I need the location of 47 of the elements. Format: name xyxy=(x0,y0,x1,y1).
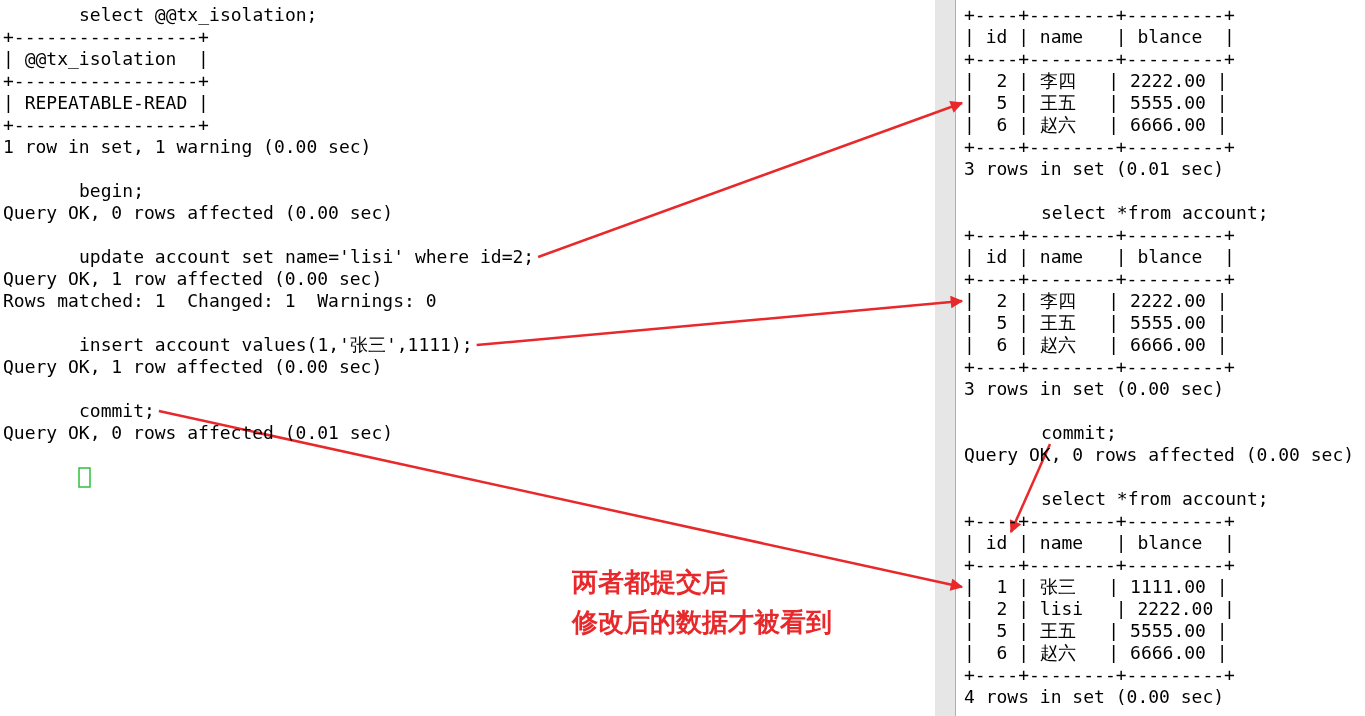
terminal-line: 3 rows in set (0.01 sec) xyxy=(964,158,1225,180)
arrow xyxy=(537,100,964,259)
terminal-line: | 2 | 李四 | 2222.00 | xyxy=(964,70,1228,92)
terminal-line: | id | name | blance | xyxy=(964,246,1235,268)
terminal-line: | 5 | 王五 | 5555.00 | xyxy=(964,312,1228,334)
terminal-line: Query OK, 1 row affected (0.00 sec) xyxy=(3,268,383,290)
terminal-line: | 5 | 王五 | 5555.00 | xyxy=(964,92,1228,114)
terminal-line: begin; xyxy=(79,180,145,202)
terminal-line: insert account values(1,'张三',1111); xyxy=(79,334,473,356)
terminal-line: +-----------------+ xyxy=(3,114,209,136)
terminal-line: | id | name | blance | xyxy=(964,532,1235,554)
terminal-line: | @@tx_isolation | xyxy=(3,48,209,70)
terminal-line: Query OK, 0 rows affected (0.00 sec) xyxy=(3,202,394,224)
terminal-line: update account set name='lisi' where id=2; xyxy=(79,246,535,268)
terminal-line: 3 rows in set (0.00 sec) xyxy=(964,378,1225,400)
terminal-line: | 6 | 赵六 | 6666.00 | xyxy=(964,114,1228,136)
terminal-line: commit; xyxy=(79,400,155,422)
terminal-line: | 1 | 张三 | 1111.00 | xyxy=(964,576,1228,598)
terminal-line: +----+--------+---------+ xyxy=(964,224,1235,246)
terminal-line: +----+--------+---------+ xyxy=(964,356,1235,378)
terminal-line: | 2 | 李四 | 2222.00 | xyxy=(964,290,1228,312)
terminal-line: +----+--------+---------+ xyxy=(964,136,1235,158)
terminal-line: | id | name | blance | xyxy=(964,26,1235,48)
annotation-text: 两者都提交后 xyxy=(572,566,728,598)
terminal-line: commit; xyxy=(1041,422,1117,444)
terminal-line: select *from account; xyxy=(1041,202,1269,224)
terminal-line: +-----------------+ xyxy=(3,26,209,48)
annotation-text: 修改后的数据才被看到 xyxy=(572,606,832,638)
terminal-line: | 6 | 赵六 | 6666.00 | xyxy=(964,642,1228,664)
terminal-line: +-----------------+ xyxy=(3,70,209,92)
arrow xyxy=(158,409,964,591)
terminal-line: 1 row in set, 1 warning (0.00 sec) xyxy=(3,136,372,158)
terminal-line: +----+--------+---------+ xyxy=(964,664,1235,686)
terminal-line: | 2 | lisi | 2222.00 | xyxy=(964,598,1235,620)
terminal-line: +----+--------+---------+ xyxy=(964,48,1235,70)
terminal-line: | REPEATABLE-READ | xyxy=(3,92,209,114)
terminal-line: Rows matched: 1 Changed: 1 Warnings: 0 xyxy=(3,290,437,312)
arrow xyxy=(476,295,964,347)
terminal-line: +----+--------+---------+ xyxy=(964,4,1235,26)
terminal-line: 4 rows in set (0.00 sec) xyxy=(964,686,1225,708)
terminal-line: +----+--------+---------+ xyxy=(964,554,1235,576)
terminal-line: select @@tx_isolation; xyxy=(79,4,318,26)
terminal-line: | 5 | 王五 | 5555.00 | xyxy=(964,620,1228,642)
terminal-line: select *from account; xyxy=(1041,488,1269,510)
terminal-line: Query OK, 1 row affected (0.00 sec) xyxy=(3,356,383,378)
terminal-line: +----+--------+---------+ xyxy=(964,268,1235,290)
terminal-line: | 6 | 赵六 | 6666.00 | xyxy=(964,334,1228,356)
